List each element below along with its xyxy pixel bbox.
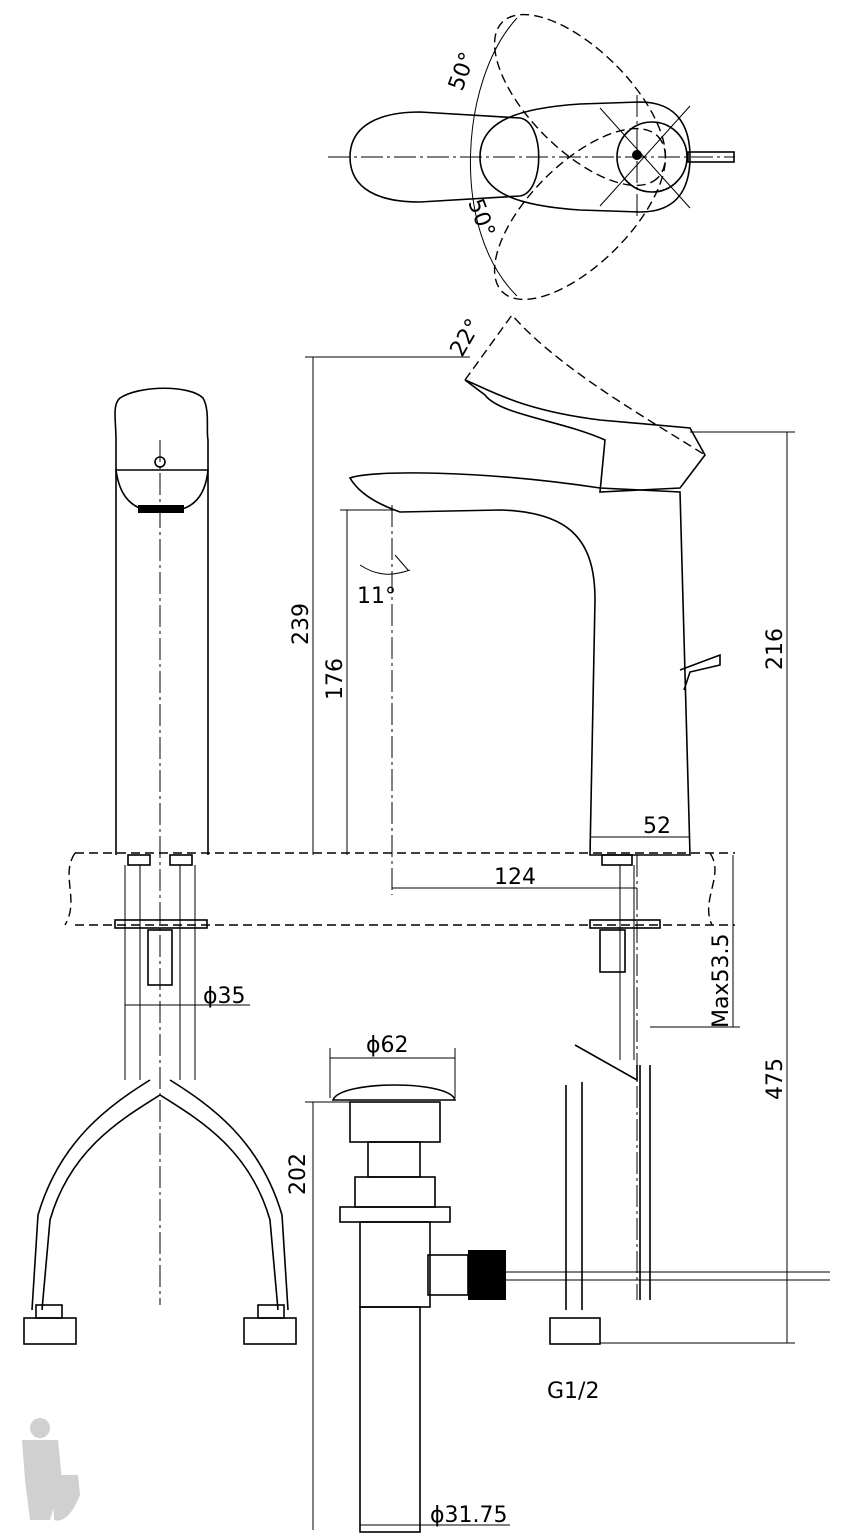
drain-pipe-diameter-label: ϕ31.75 <box>430 1503 508 1528</box>
max-counter-label: Max53.5 <box>709 934 734 1028</box>
drain-length-label: 202 <box>286 1153 311 1195</box>
spout-height-label: 176 <box>323 658 348 700</box>
front-view: ϕ35 <box>23 387 297 1345</box>
total-height-label: 239 <box>289 603 314 645</box>
hose-length-label: 475 <box>763 1058 788 1100</box>
drain-cap-diameter-label: ϕ62 <box>366 1033 409 1058</box>
base-diameter-label: ϕ35 <box>203 984 246 1009</box>
base-width-label: 52 <box>643 814 671 839</box>
handle-height-label: 216 <box>763 628 788 670</box>
angle-lower-label: 50° <box>462 196 499 241</box>
thread-label: G1/2 <box>547 1379 599 1404</box>
plumber-logo <box>22 1418 80 1521</box>
dimensions: 239 176 216 52 124 Max53.5 475 <box>289 356 795 1344</box>
countertop <box>64 852 735 926</box>
angle-upper-label: 50° <box>444 49 481 94</box>
handle-tilt-label: 22° <box>446 315 487 361</box>
pop-up-drain: ϕ62 202 ϕ31.75 G1/2 <box>286 1033 830 1533</box>
spout-reach-label: 124 <box>494 865 536 890</box>
top-view: 50° 50° <box>328 13 735 301</box>
spout-angle-label: 11° <box>357 584 396 609</box>
